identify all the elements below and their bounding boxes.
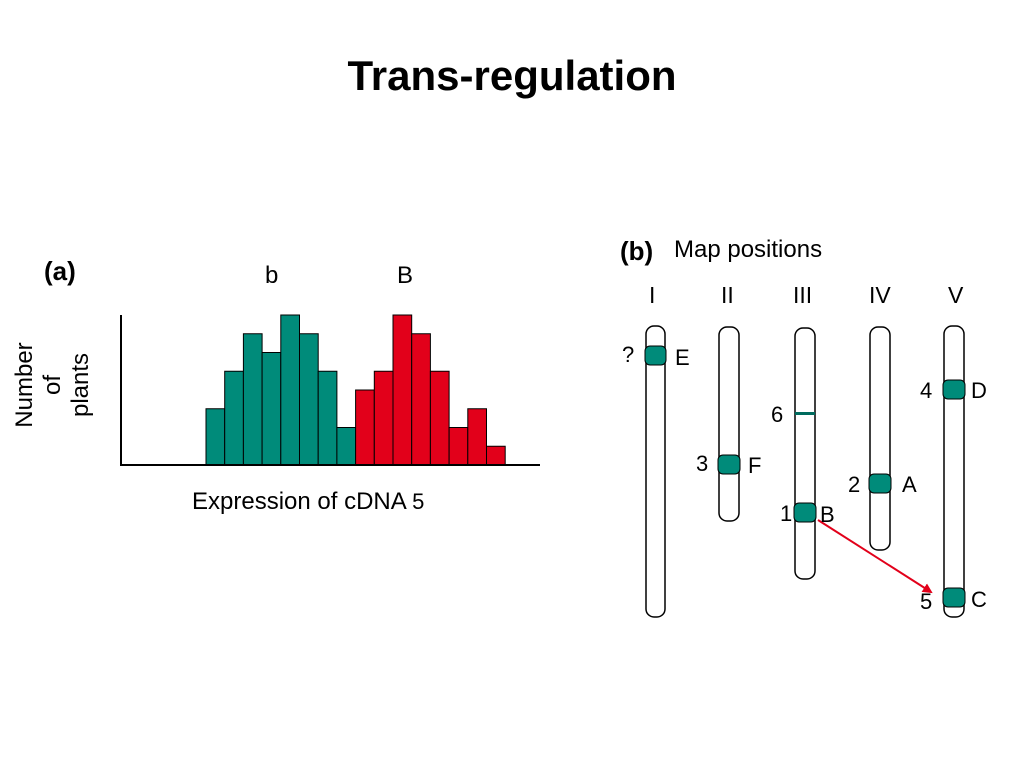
map-positions-heading: Map positions	[674, 236, 823, 263]
locus-D	[942, 379, 966, 400]
locus-D-number: 4	[920, 378, 933, 403]
x-axis-label-text: Expression of cDNA	[192, 488, 406, 515]
locus-E	[644, 345, 667, 366]
trans-regulation-arrow	[817, 519, 933, 594]
locus-B-number: 1	[780, 501, 793, 526]
locus-A-number: 2	[848, 472, 861, 497]
locus-A-gene: A	[902, 472, 917, 497]
locus-C	[942, 587, 966, 608]
locus-F	[717, 454, 741, 475]
group-label-B: B	[397, 262, 414, 289]
locus-B	[793, 502, 817, 523]
locus-A	[868, 473, 892, 494]
x-axis-label-number: 5	[412, 489, 425, 514]
locus-F-gene: F	[748, 453, 762, 478]
locus-F-number: 3	[696, 451, 709, 476]
panel-a-label: (a)	[44, 256, 76, 286]
locus-C-number: 5	[920, 589, 933, 614]
slide-title: Trans-regulation	[347, 52, 677, 99]
locus-6-number: 6	[771, 402, 784, 427]
locus-D-gene: D	[971, 378, 987, 403]
chromosome-III	[794, 327, 816, 580]
chromosome-label-I: I	[649, 282, 656, 308]
chromosome-II	[718, 326, 740, 522]
chromosome-label-II: II	[721, 282, 734, 308]
chromosome-label-V: V	[948, 282, 964, 308]
chromosome-label-III: III	[793, 282, 813, 308]
chromosome-I	[645, 325, 666, 618]
locus-6	[795, 412, 815, 415]
panel-b-label: (b)	[620, 236, 654, 266]
locus-E-gene: E	[675, 345, 690, 370]
locus-E-number: ?	[622, 342, 635, 367]
group-label-b: b	[265, 262, 279, 289]
chromosome-IV	[869, 326, 891, 551]
locus-C-gene: C	[971, 587, 987, 612]
chromosome-V	[943, 325, 965, 618]
locus-B-gene: B	[820, 502, 835, 527]
x-axis-label: Expression of cDNA 5	[192, 488, 424, 516]
chromosome-label-IV: IV	[869, 282, 891, 308]
